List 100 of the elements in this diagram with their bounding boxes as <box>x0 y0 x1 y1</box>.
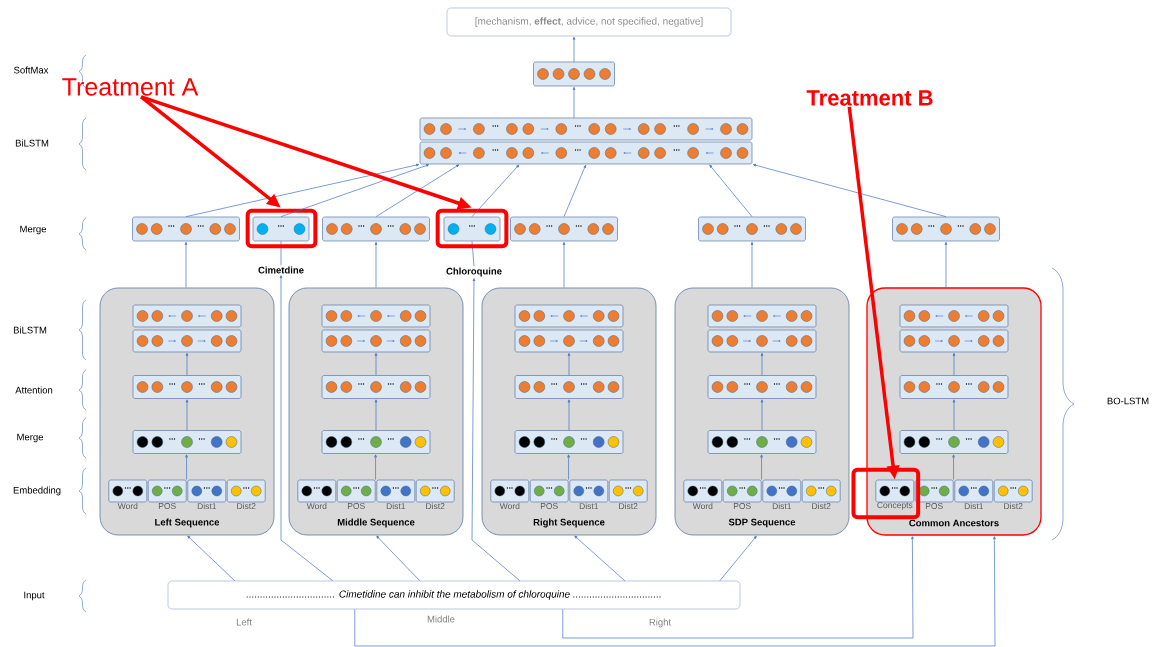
vector-row <box>510 216 618 242</box>
panel-title: Right Sequence <box>533 518 605 528</box>
embedding-box <box>722 479 762 503</box>
vector-row <box>514 304 624 328</box>
arrow <box>471 164 520 217</box>
arrow <box>572 36 576 62</box>
embedding-box <box>762 479 802 503</box>
embedding-label: POS <box>347 503 365 509</box>
embedding-label: Dist1 <box>386 502 406 510</box>
panel-title: Common Ancestors <box>909 519 999 527</box>
vector-row <box>321 430 431 454</box>
embedding-label: Word <box>499 502 520 510</box>
vector-row <box>419 117 753 141</box>
vector-row <box>899 304 1009 328</box>
arrow <box>374 352 378 376</box>
vector-row <box>892 216 1000 242</box>
segment-label: Right <box>649 618 671 628</box>
embedding-label: Word <box>692 502 713 510</box>
arrow <box>280 164 430 217</box>
embedding-label: Dist1 <box>772 502 792 510</box>
embedding-box <box>954 479 994 503</box>
segment-label: Left <box>236 618 252 626</box>
embedding-label: Concepts <box>877 502 913 510</box>
arrow <box>374 454 377 480</box>
embedding-box <box>490 479 530 503</box>
embedding-label: Word <box>117 502 138 510</box>
arrow <box>574 535 626 582</box>
layer-label: Attention <box>15 386 53 394</box>
embedding-label: POS <box>158 503 176 509</box>
arrow <box>185 352 189 376</box>
vector-row <box>321 304 431 328</box>
vector-row <box>514 375 624 399</box>
arrow <box>562 536 914 639</box>
embedding-box <box>569 479 609 503</box>
entity-label: Cimetdine <box>258 266 304 274</box>
embedding-box <box>147 479 187 503</box>
embedding-box <box>187 479 227 503</box>
panel-title: SDP Sequence <box>728 518 796 528</box>
vector-row <box>533 61 615 87</box>
arrow <box>760 352 764 376</box>
layer-label: BiLSTM <box>15 139 49 147</box>
arrow <box>567 454 570 480</box>
vector-row <box>899 430 1009 454</box>
panel-title: Left Sequence <box>155 518 220 528</box>
segment-label: Middle <box>427 615 455 623</box>
vector-row <box>443 216 501 242</box>
annotation-text: Treatment B <box>806 90 933 106</box>
vector-row <box>252 216 310 242</box>
arrow <box>185 163 420 217</box>
embedding-box <box>529 479 569 503</box>
embedding-box <box>993 479 1033 503</box>
input-box: ................................ Cimetidine can inhibit the metabolism of chloroquine ................................ <box>167 580 741 610</box>
embedding-box <box>683 479 723 503</box>
layer-label: SoftMax <box>14 66 49 74</box>
vector-row <box>707 430 817 454</box>
layer-label: Embedding <box>13 486 61 496</box>
vector-row <box>419 141 753 165</box>
vector-row <box>514 329 624 353</box>
vector-row <box>321 375 431 399</box>
embedding-label: POS <box>925 503 943 509</box>
embedding-label: Dist2 <box>1004 502 1023 510</box>
arrow <box>374 241 378 288</box>
embedding-label: Dist2 <box>812 502 831 510</box>
entity-label: Chloroquine <box>446 267 502 277</box>
annotation-text: Treatment A <box>62 78 199 96</box>
vector-row <box>514 430 624 454</box>
arrow <box>750 241 754 288</box>
embedding-box <box>875 479 915 503</box>
arrow <box>760 399 764 431</box>
embedding-label: Dist1 <box>579 502 599 510</box>
vector-row <box>899 375 1009 399</box>
arrow <box>184 241 188 288</box>
arrow <box>952 399 956 431</box>
arrow <box>709 164 753 217</box>
arrow <box>187 535 236 582</box>
embedding-box <box>336 479 376 503</box>
arrow <box>279 275 334 582</box>
layer-label: Merge <box>17 433 44 443</box>
panel-title: Middle Sequence <box>337 518 415 528</box>
vector-row <box>322 216 430 242</box>
arrow <box>185 399 189 431</box>
arrow <box>572 86 576 118</box>
vector-row <box>707 375 817 399</box>
embedding-label: POS <box>733 503 751 509</box>
embedding-box <box>801 479 841 503</box>
embedding-box <box>226 479 266 503</box>
embedding-box <box>415 479 455 503</box>
group-label: BO-LSTM <box>1107 397 1149 405</box>
arrow <box>354 536 996 647</box>
embedding-label: Dist2 <box>237 502 256 510</box>
embedding-box <box>376 479 416 503</box>
arrow <box>760 454 763 480</box>
vector-row <box>132 375 242 399</box>
embedding-label: Dist1 <box>197 502 217 510</box>
arrow <box>567 399 571 431</box>
embedding-label: Word <box>306 502 327 510</box>
arrow <box>185 454 188 480</box>
arrow <box>952 352 956 376</box>
vector-row <box>707 329 817 353</box>
arrow <box>952 454 955 480</box>
